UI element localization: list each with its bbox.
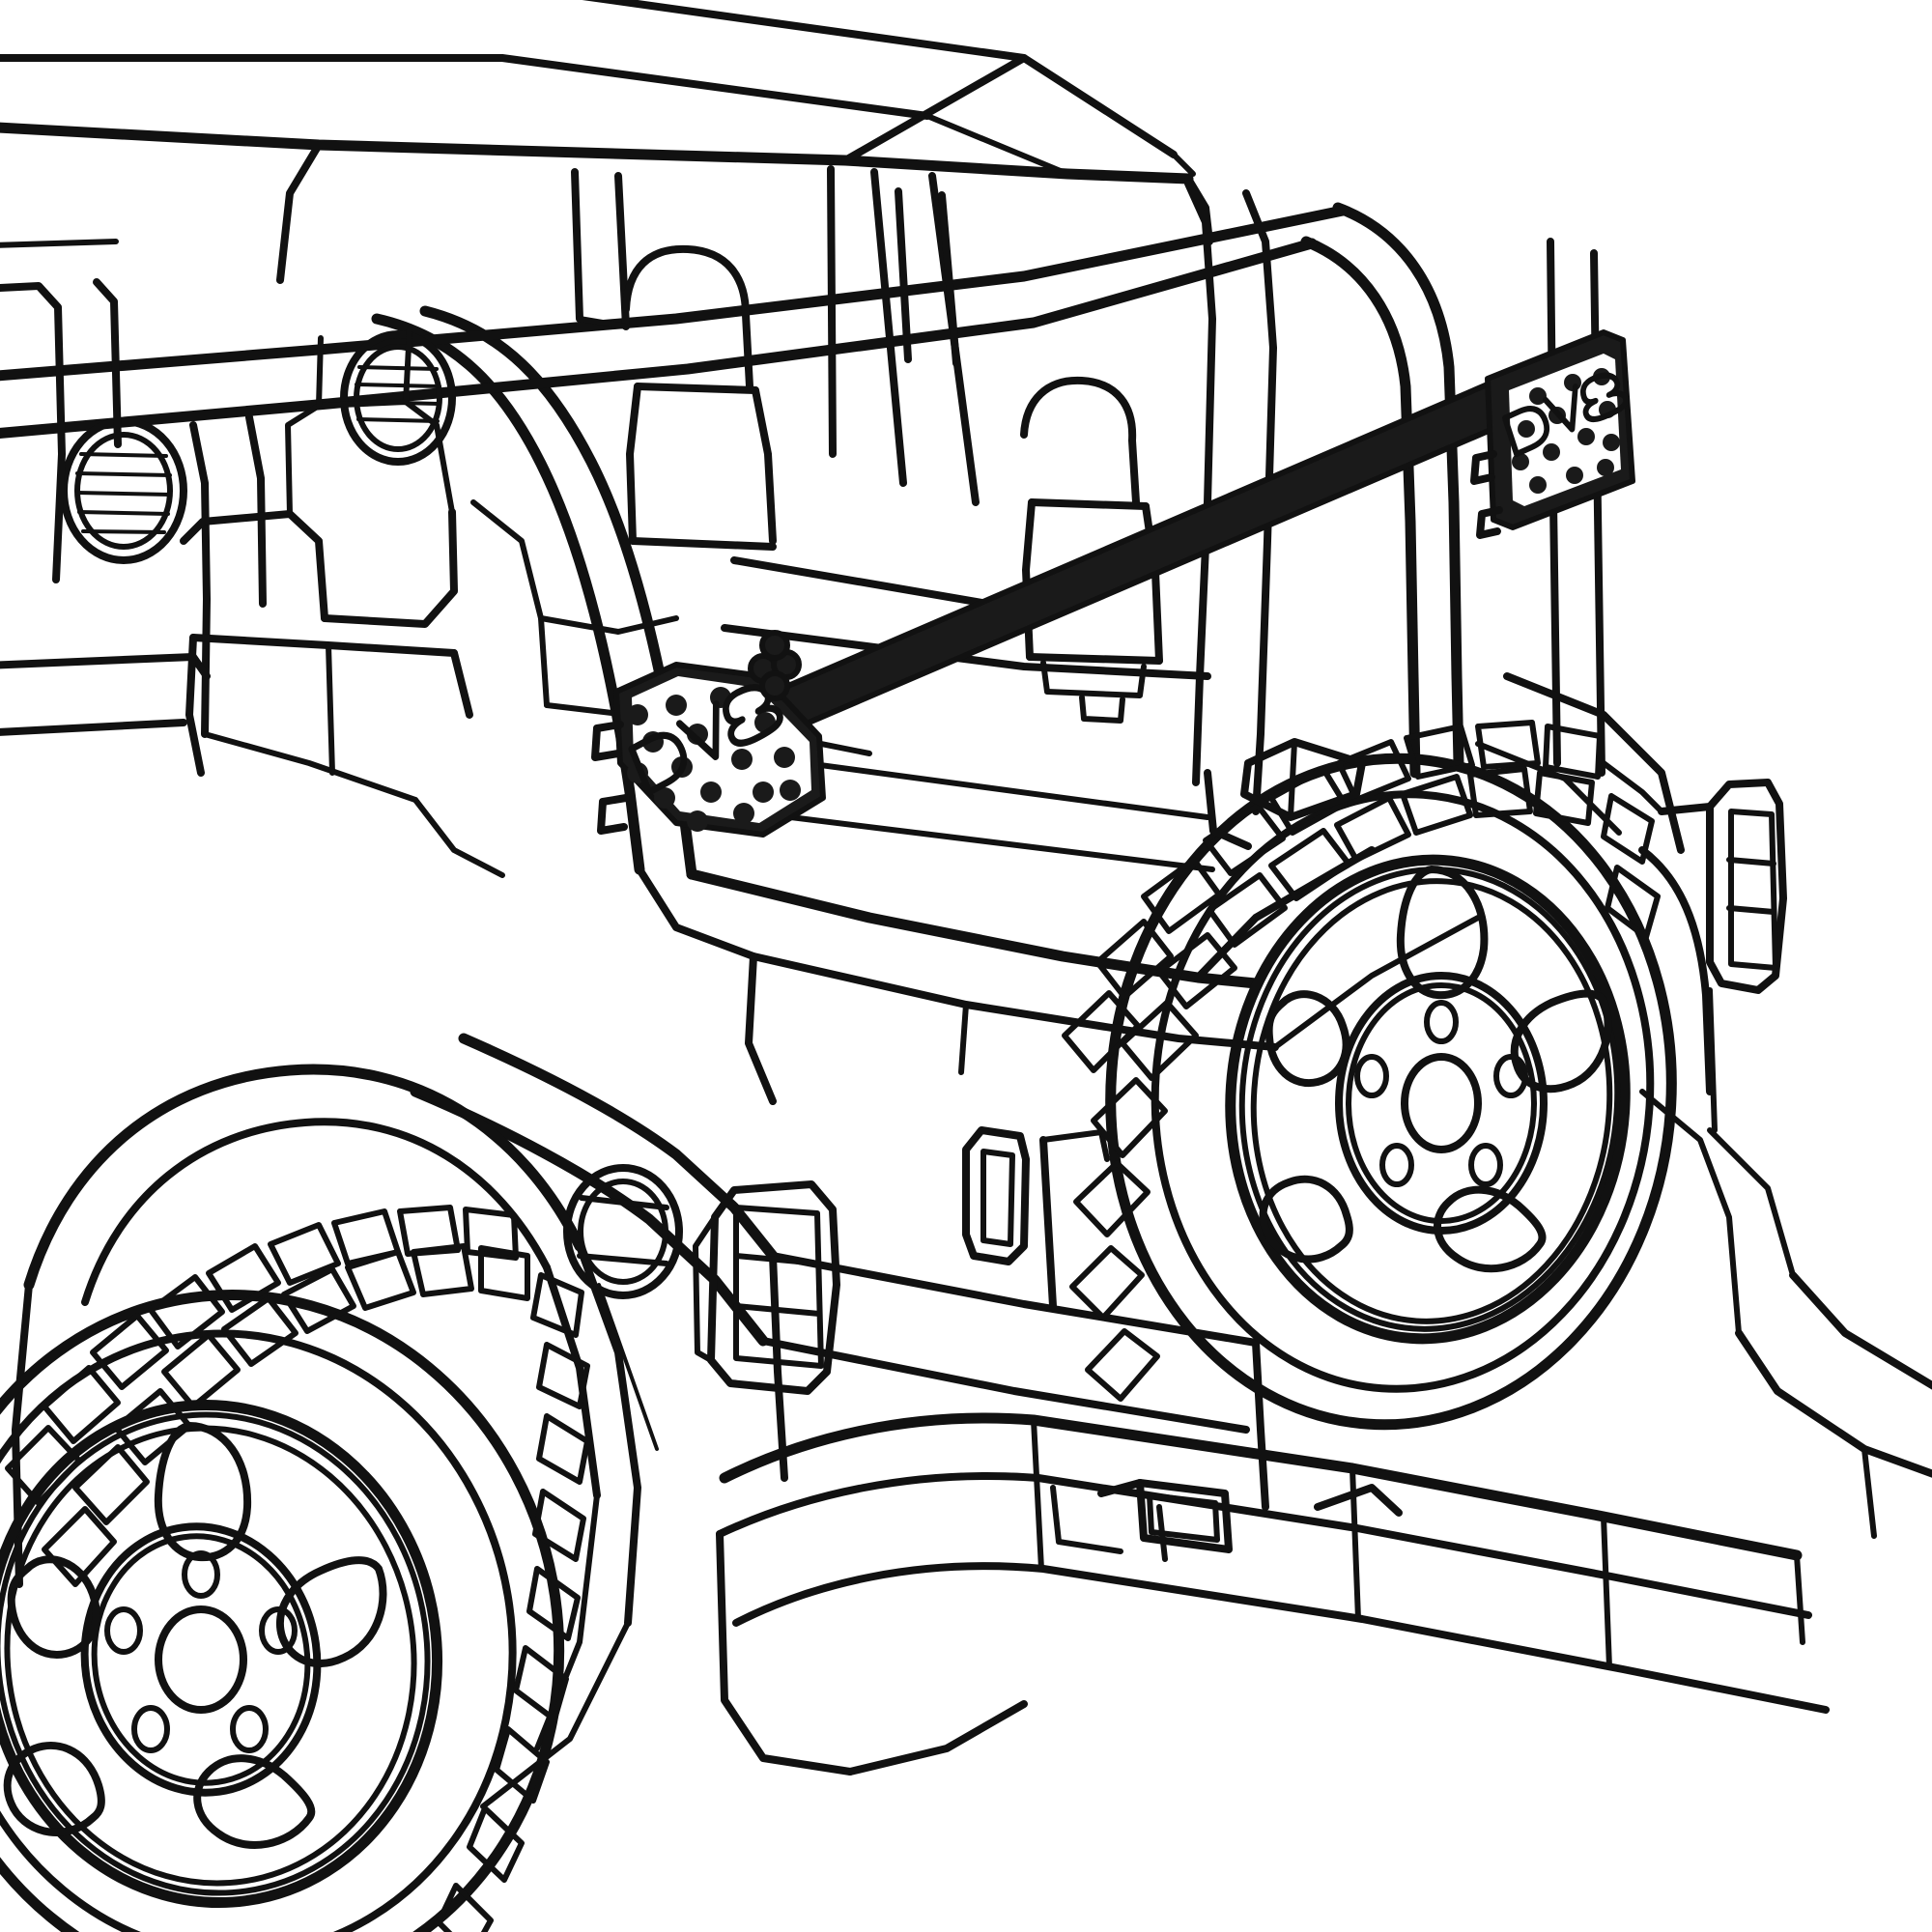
light-bar-crossbar: [673, 333, 1624, 776]
rear-tire: [0, 1205, 590, 1932]
taillight-center: [693, 1180, 840, 1395]
bracket-left-plate: [591, 630, 826, 838]
bracket-right-plate: [1470, 329, 1635, 539]
bracket-right-perforations: [1512, 368, 1620, 494]
lower-body-details: [1050, 1089, 1932, 1562]
spare-tire-tread: [1062, 720, 1661, 1402]
seats-interior: [180, 244, 1163, 878]
tailgate-vent: [962, 1126, 1030, 1265]
rear-bumper: [716, 1412, 1830, 1776]
speaker-pod-left: [60, 417, 187, 564]
hardtop-roof: [0, 0, 1213, 284]
tire-tread-blocks: [5, 1205, 590, 1932]
bracket-left-perforations: [627, 687, 801, 832]
hitch-receiver: [1097, 1479, 1233, 1553]
rear-right-fender: [1475, 672, 1714, 854]
roll-cage: [0, 165, 1464, 880]
dv8-logo-left: [628, 684, 783, 796]
body-left-side: [0, 239, 418, 803]
speaker-pod-right: [340, 330, 456, 466]
bracket-left-bolt: [748, 630, 802, 701]
taillight-right: [1638, 779, 1787, 1133]
spare-tire: [1062, 720, 1677, 1517]
dv8-logo-right: [1501, 372, 1630, 458]
